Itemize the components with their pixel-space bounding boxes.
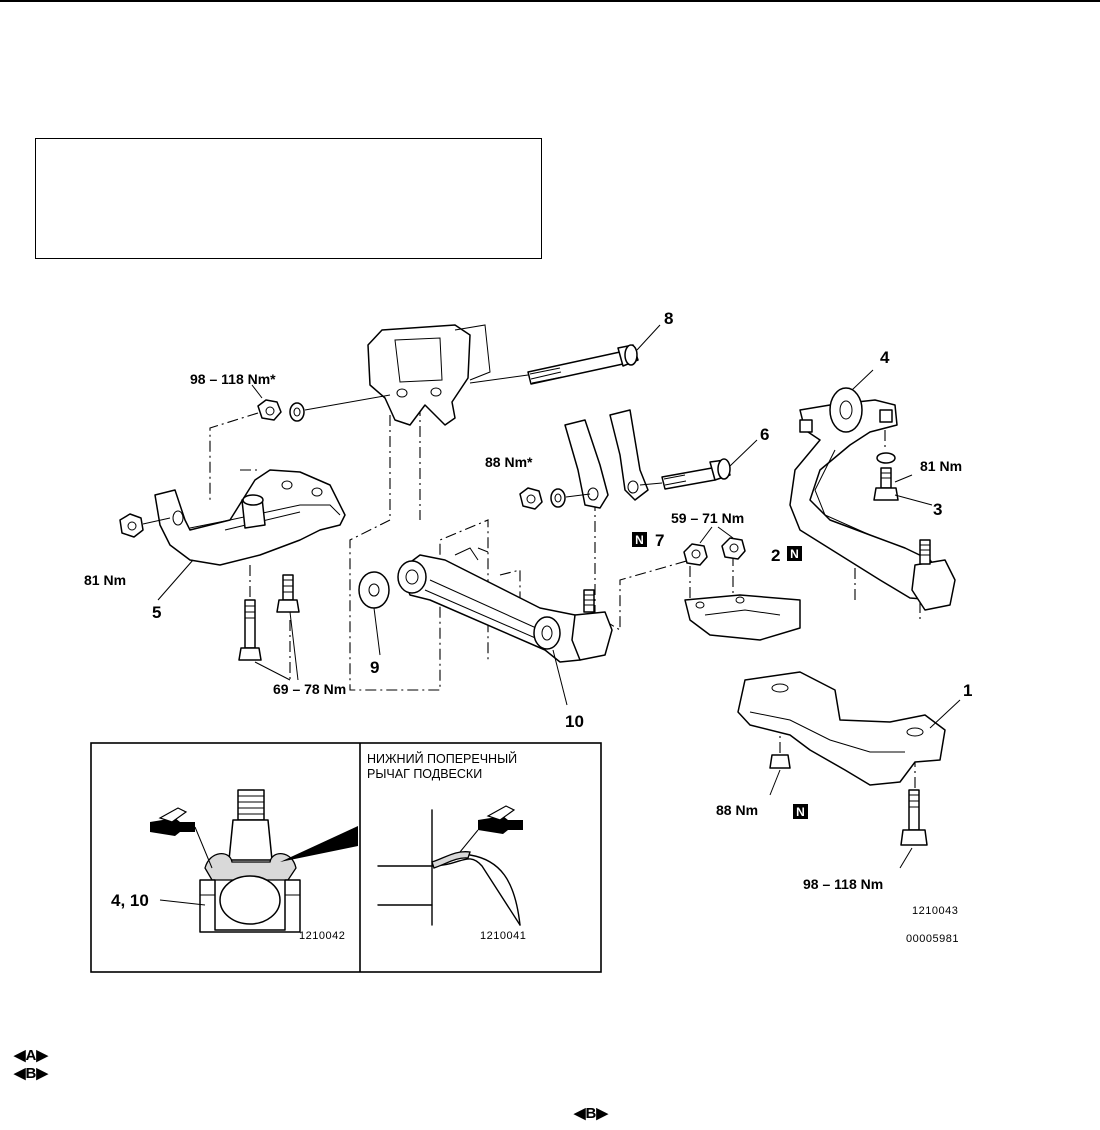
upper-arm-part-4 xyxy=(789,369,956,611)
new-part-marker-2: N xyxy=(787,546,802,561)
body-bracket xyxy=(367,324,491,426)
inset-panel: 4, 10 1210042 НИЖНИЙ ПОПЕРЕЧНЫЙ РЫЧАГ ПО… xyxy=(90,742,602,973)
nav-marker-b-label: B xyxy=(25,1065,37,1082)
inset-caption-line1: НИЖНИЙ ПОПЕРЕЧНЫЙ xyxy=(367,751,517,766)
arrow-left-icon: ◀ xyxy=(14,1047,26,1064)
grease-gun-icon-right xyxy=(459,805,523,853)
grease-gun-icon xyxy=(150,807,213,869)
empty-frame xyxy=(35,138,542,259)
callout-2: 2 xyxy=(771,546,780,565)
inset-code-right: 1210041 xyxy=(480,930,526,942)
torque-69-78: 69 – 78 Nm xyxy=(273,681,346,697)
callout-1: 1 xyxy=(963,681,972,700)
svg-text:N: N xyxy=(796,805,805,819)
nuts-7-2 xyxy=(683,526,746,566)
nut-washer-upper-left xyxy=(251,384,391,422)
ball-joint-section xyxy=(199,789,358,933)
knuckle-middle xyxy=(564,409,649,509)
top-rule xyxy=(0,0,1100,2)
torque-81-left: 81 Nm xyxy=(84,572,126,588)
new-part-marker-88nm: N xyxy=(793,804,808,819)
arrow-left-icon: ◀ xyxy=(574,1105,586,1122)
bolt-98-118nm xyxy=(769,754,928,869)
document-code: 00005981 xyxy=(906,933,959,945)
nut-washer-88nm xyxy=(519,487,591,510)
bolts-69-78nm xyxy=(238,574,300,681)
bolt-part-6 xyxy=(639,439,758,490)
arm-bushing-detail xyxy=(377,809,521,926)
torque-59-71: 59 – 71 Nm xyxy=(671,510,744,526)
lower-arm-part-10 xyxy=(397,547,613,706)
inset-caption-line2: РЫЧАГ ПОДВЕСКИ xyxy=(367,767,482,781)
svg-text:N: N xyxy=(790,547,799,561)
small-bracket xyxy=(684,594,801,641)
inset-label-4-10: 4, 10 xyxy=(111,891,149,910)
torque-81-right: 81 Nm xyxy=(920,458,962,474)
callout-8: 8 xyxy=(664,309,673,328)
callout-3: 3 xyxy=(933,500,942,519)
arrow-right-icon: ▶ xyxy=(596,1105,608,1122)
torque-98-118: 98 – 118 Nm xyxy=(803,876,883,892)
callout-4: 4 xyxy=(880,348,890,367)
svg-text:N: N xyxy=(635,533,644,547)
bracket-part-5 xyxy=(154,469,346,601)
nav-marker-a[interactable]: ◀A▶ xyxy=(14,1048,48,1064)
callout-7: 7 xyxy=(655,531,664,550)
bolt-part-8 xyxy=(469,324,661,385)
callout-10: 10 xyxy=(565,712,584,731)
callout-9: 9 xyxy=(370,658,379,677)
new-part-marker-7: N xyxy=(632,532,647,547)
nut-81nm-left xyxy=(119,513,171,538)
arrow-left-icon: ◀ xyxy=(14,1065,26,1082)
callout-5: 5 xyxy=(152,603,161,622)
nav-marker-b[interactable]: ◀B▶ xyxy=(14,1066,48,1082)
nav-marker-b-bottom[interactable]: ◀B▶ xyxy=(574,1106,608,1122)
inset-code-left: 1210042 xyxy=(299,930,345,942)
torque-88: 88 Nm xyxy=(716,802,758,818)
bolt-part-3 xyxy=(873,452,933,506)
arrow-right-icon: ▶ xyxy=(36,1047,48,1064)
arrow-right-icon: ▶ xyxy=(36,1065,48,1082)
nav-marker-a-label: A xyxy=(25,1047,37,1064)
callout-6: 6 xyxy=(760,425,769,444)
torque-88-star: 88 Nm* xyxy=(485,454,533,470)
figure-code: 1210043 xyxy=(912,905,958,917)
torque-98-118-star: 98 – 118 Nm* xyxy=(190,371,276,387)
washer-part-9 xyxy=(358,571,390,656)
nav-marker-b-bottom-label: B xyxy=(585,1105,597,1122)
bracket-part-1 xyxy=(737,671,961,786)
